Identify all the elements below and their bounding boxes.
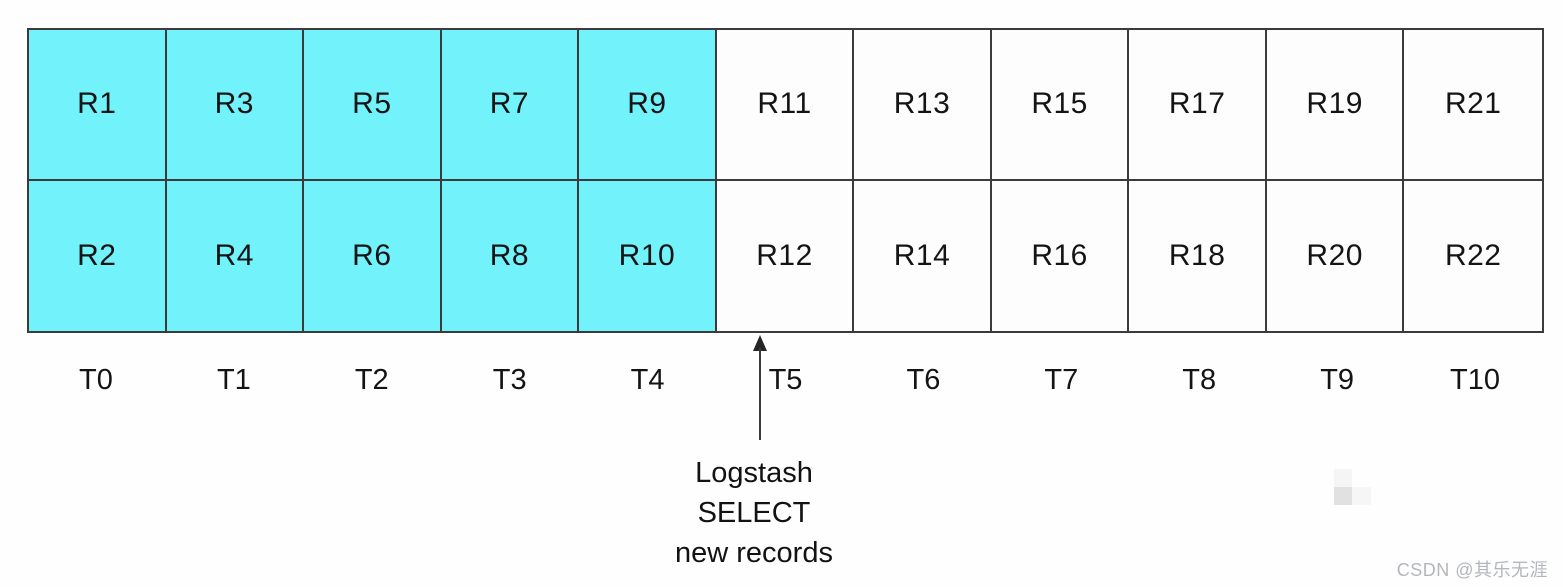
time-label-t8: T8 (1182, 363, 1217, 396)
record-cell-r7: R7 (441, 30, 580, 181)
time-label-t4: T4 (630, 363, 665, 396)
csdn-watermark: CSDN @其乐无涯 (1396, 560, 1548, 580)
record-cell-r11: R11 (716, 30, 855, 181)
time-label-t5: T5 (768, 363, 803, 396)
record-cell-r4: R4 (166, 180, 305, 331)
record-cell-r13: R13 (854, 30, 992, 181)
annotation-line-1: Logstash (695, 457, 813, 489)
logstash-select-annotation: Logstash SELECT new records (608, 453, 900, 573)
record-cell-r14: R14 (854, 180, 992, 331)
record-cell-r16: R16 (992, 180, 1130, 331)
time-label-t9: T9 (1320, 363, 1355, 396)
time-label-t10: T10 (1450, 363, 1501, 396)
record-cell-r3: R3 (166, 30, 305, 181)
record-cell-r10: R10 (579, 180, 717, 331)
record-cell-r22: R22 (1444, 238, 1502, 272)
time-axis: T0 T1 T2 T3 T4 T5 T6 T7 T8 T9 T10 (27, 360, 1544, 400)
annotation-line-2: SELECT (697, 497, 811, 529)
arrow-shaft (759, 348, 761, 440)
time-label-t2: T2 (354, 363, 389, 396)
records-table: R1 R3 R5 R7 R9 R11 R13 R15 R17 R19 R21 R… (27, 28, 1544, 333)
time-label-t6: T6 (906, 363, 941, 396)
record-cell-r2: R2 (29, 180, 167, 331)
annotation-line-3: new records (675, 537, 833, 569)
record-cell-r19: R19 (1266, 30, 1405, 181)
time-label-t7: T7 (1044, 363, 1079, 396)
time-label-t1: T1 (216, 363, 251, 396)
blurred-watermark-artifact (1334, 469, 1371, 505)
up-arrow-icon (748, 335, 772, 441)
time-label-t0: T0 (79, 363, 113, 396)
record-cell-r15: R15 (991, 30, 1130, 181)
time-label-t3: T3 (492, 363, 527, 396)
record-cell-r9: R9 (579, 30, 717, 181)
record-cell-r5: R5 (304, 30, 442, 181)
record-cell-r18: R18 (1129, 180, 1267, 331)
record-cell-r6: R6 (304, 180, 442, 331)
record-cell-r12: R12 (717, 180, 855, 331)
arrowhead (753, 335, 767, 351)
record-cell-r21: R21 (1404, 30, 1542, 181)
record-cell-r17: R17 (1129, 30, 1267, 181)
record-cell-r20: R20 (1267, 180, 1405, 331)
record-cell-r1: R1 (29, 30, 167, 181)
record-cell-r8: R8 (441, 180, 580, 331)
